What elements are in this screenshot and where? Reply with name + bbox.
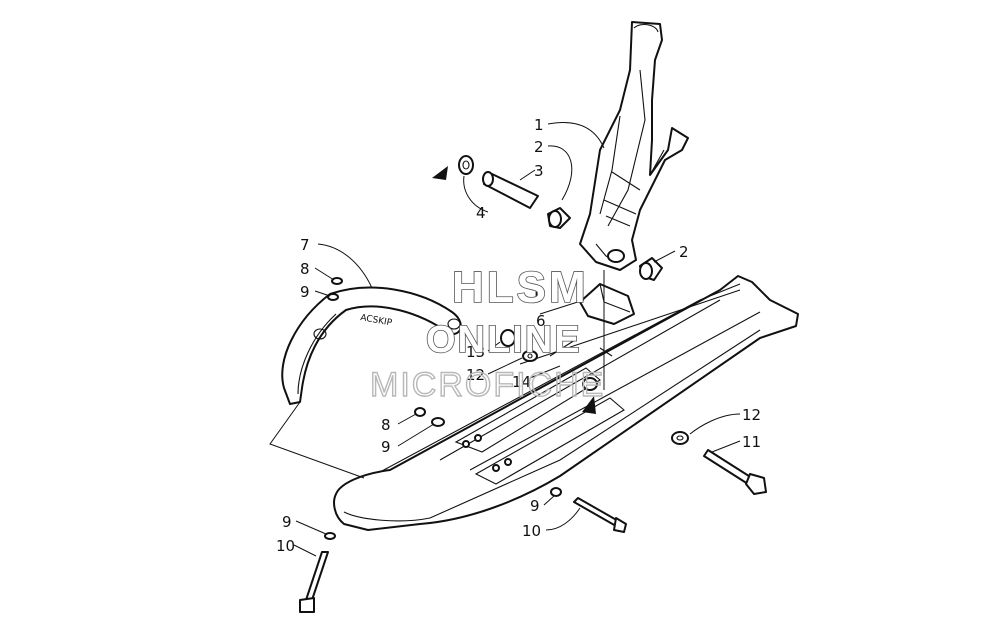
callout-9: 9 [300, 283, 310, 301]
bushing-left [547, 207, 571, 229]
callout-4: 4 [476, 204, 486, 222]
ski-part [333, 275, 799, 531]
callout-13: 13 [466, 343, 485, 361]
bushing-right [639, 257, 663, 281]
leader-lines [269, 122, 741, 557]
arrow-marker-icon [582, 396, 596, 414]
callout-8b: 8 [381, 416, 391, 434]
callout-11: 11 [742, 433, 761, 451]
spindle-part [579, 21, 689, 271]
sleeve-part [482, 171, 539, 209]
callout-10b: 10 [276, 537, 295, 555]
callout-3: 3 [534, 162, 544, 180]
callout-7: 7 [300, 236, 310, 254]
washer-part [458, 155, 474, 175]
callout-9d: 9 [282, 513, 292, 531]
callout-12: 12 [466, 366, 485, 384]
callout-1: 1 [534, 116, 544, 134]
callout-2b: 2 [679, 243, 689, 261]
callout-9c: 9 [530, 497, 540, 515]
callout-6: 6 [536, 312, 546, 330]
runner-marking: ACSKIP [359, 313, 393, 329]
callout-8: 8 [300, 260, 310, 278]
callout-labels: 1 2 3 4 2 5 6 7 8 9 13 12 14 8 9 12 11 9… [276, 116, 761, 555]
watermark-line2: ONLINE [426, 319, 582, 361]
callout-10: 10 [522, 522, 541, 540]
callout-12b: 12 [742, 406, 761, 424]
watermark: HLSM ONLINE MICROFICHE [369, 262, 605, 405]
watermark-line3: MICROFICHE [370, 366, 605, 404]
hardware-group [299, 277, 767, 613]
callout-2: 2 [534, 138, 544, 156]
callout-5: 5 [534, 288, 544, 306]
callout-9b: 9 [381, 438, 391, 456]
watermark-line1: HLSM [452, 263, 589, 312]
arrow-marker-icon [432, 166, 448, 180]
callout-14: 14 [512, 373, 531, 391]
